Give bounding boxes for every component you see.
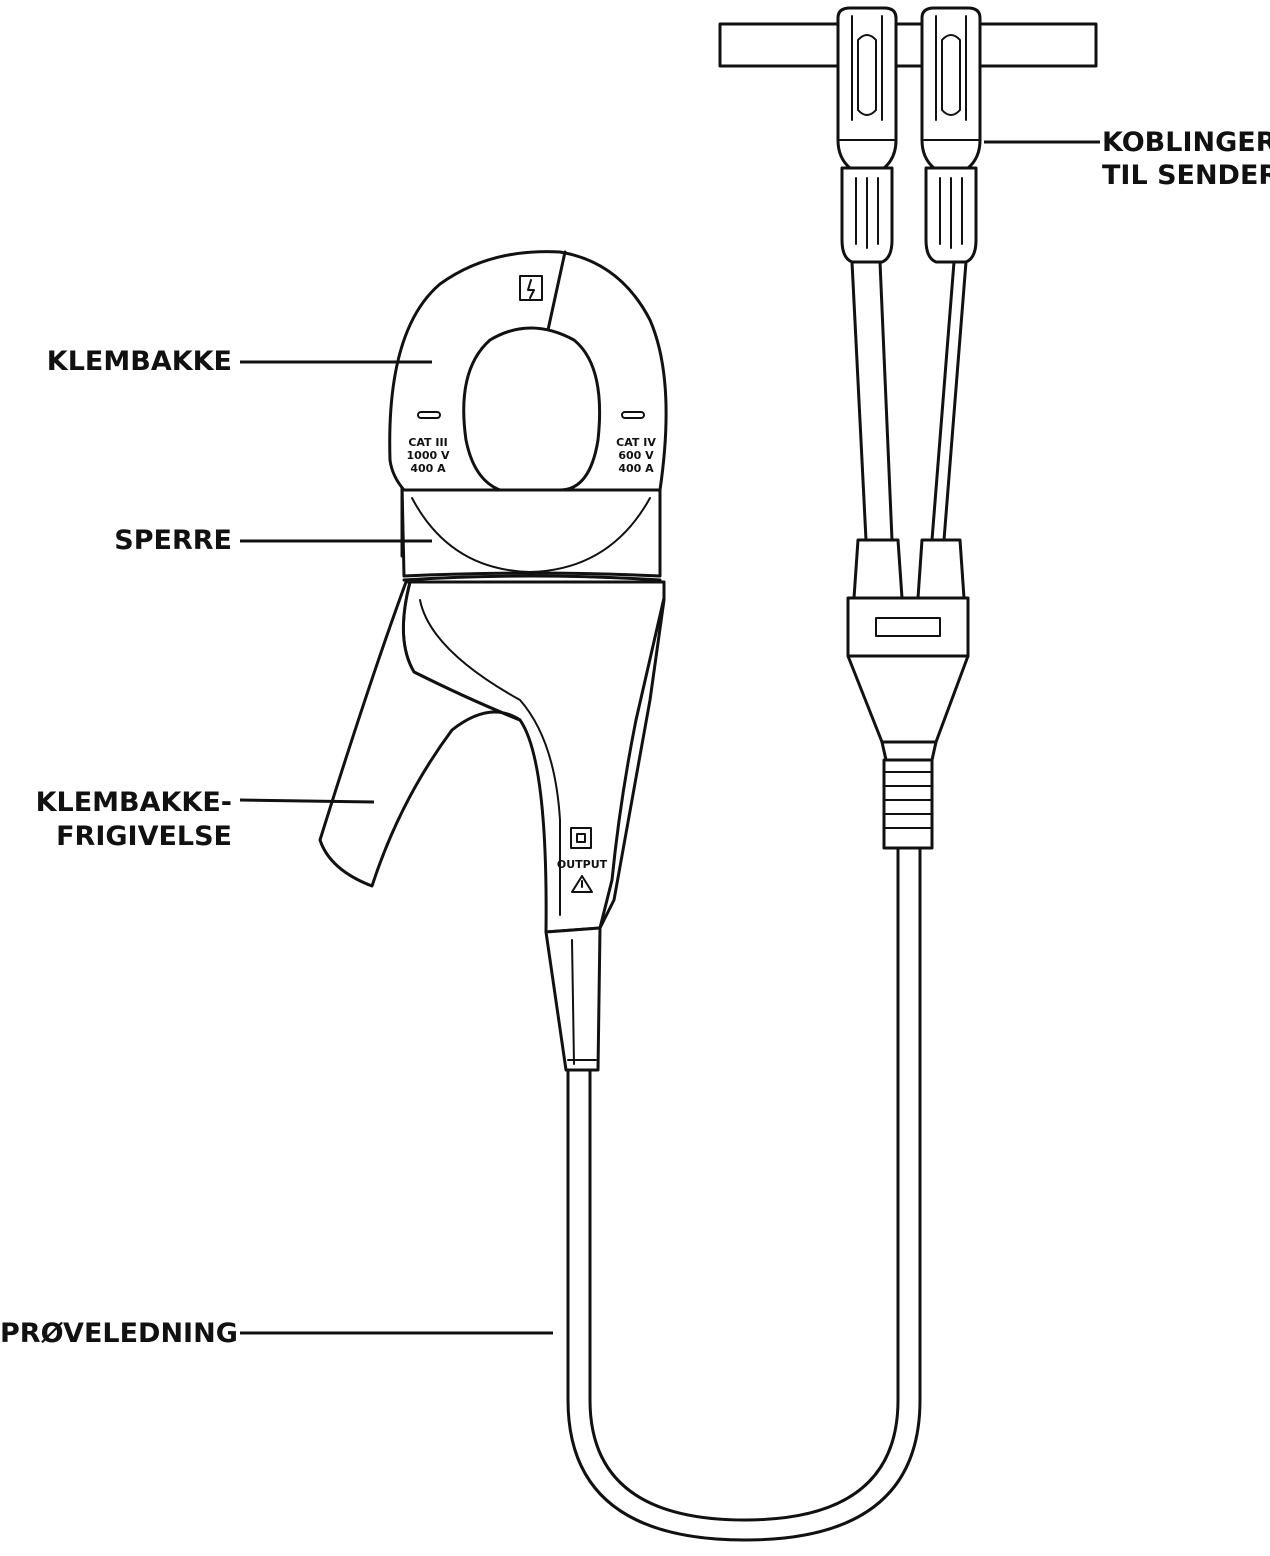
right-banana-plug <box>920 6 982 264</box>
cable-splitter <box>846 538 970 850</box>
leader-lines <box>239 140 1100 1335</box>
label-proveledning: PRØVELEDNING <box>0 1318 238 1349</box>
left-amp-marking: 400 A <box>410 462 446 475</box>
label-koblinger-line2: TIL SENDER <box>1102 160 1270 191</box>
clamp-jaw: CAT III 1000 V 400 A CAT IV 600 V 400 A <box>388 250 668 492</box>
trigger-guard <box>400 482 662 582</box>
right-volt-marking: 600 V <box>618 449 654 462</box>
output-marking: OUTPUT <box>557 858 608 871</box>
test-lead-loop <box>566 846 922 1542</box>
left-volt-marking: 1000 V <box>407 449 450 462</box>
twin-leads <box>850 260 968 542</box>
left-banana-plug <box>836 6 898 264</box>
right-amp-marking: 400 A <box>618 462 654 475</box>
connector-bar <box>718 22 1098 68</box>
label-klembakke: KLEMBAKKE <box>46 346 232 377</box>
left-cat-marking: CAT III <box>408 436 447 449</box>
label-sperre: SPERRE <box>114 525 232 556</box>
right-cat-marking: CAT IV <box>616 436 656 449</box>
label-frigivelse-line2: FRIGIVELSE <box>56 821 232 852</box>
clamp-body: OUTPUT <box>318 580 666 1072</box>
label-koblinger-line1: KOBLINGER <box>1102 127 1270 158</box>
label-frigivelse-line1: KLEMBAKKE- <box>35 787 232 818</box>
leader-frigivelse <box>239 798 375 804</box>
